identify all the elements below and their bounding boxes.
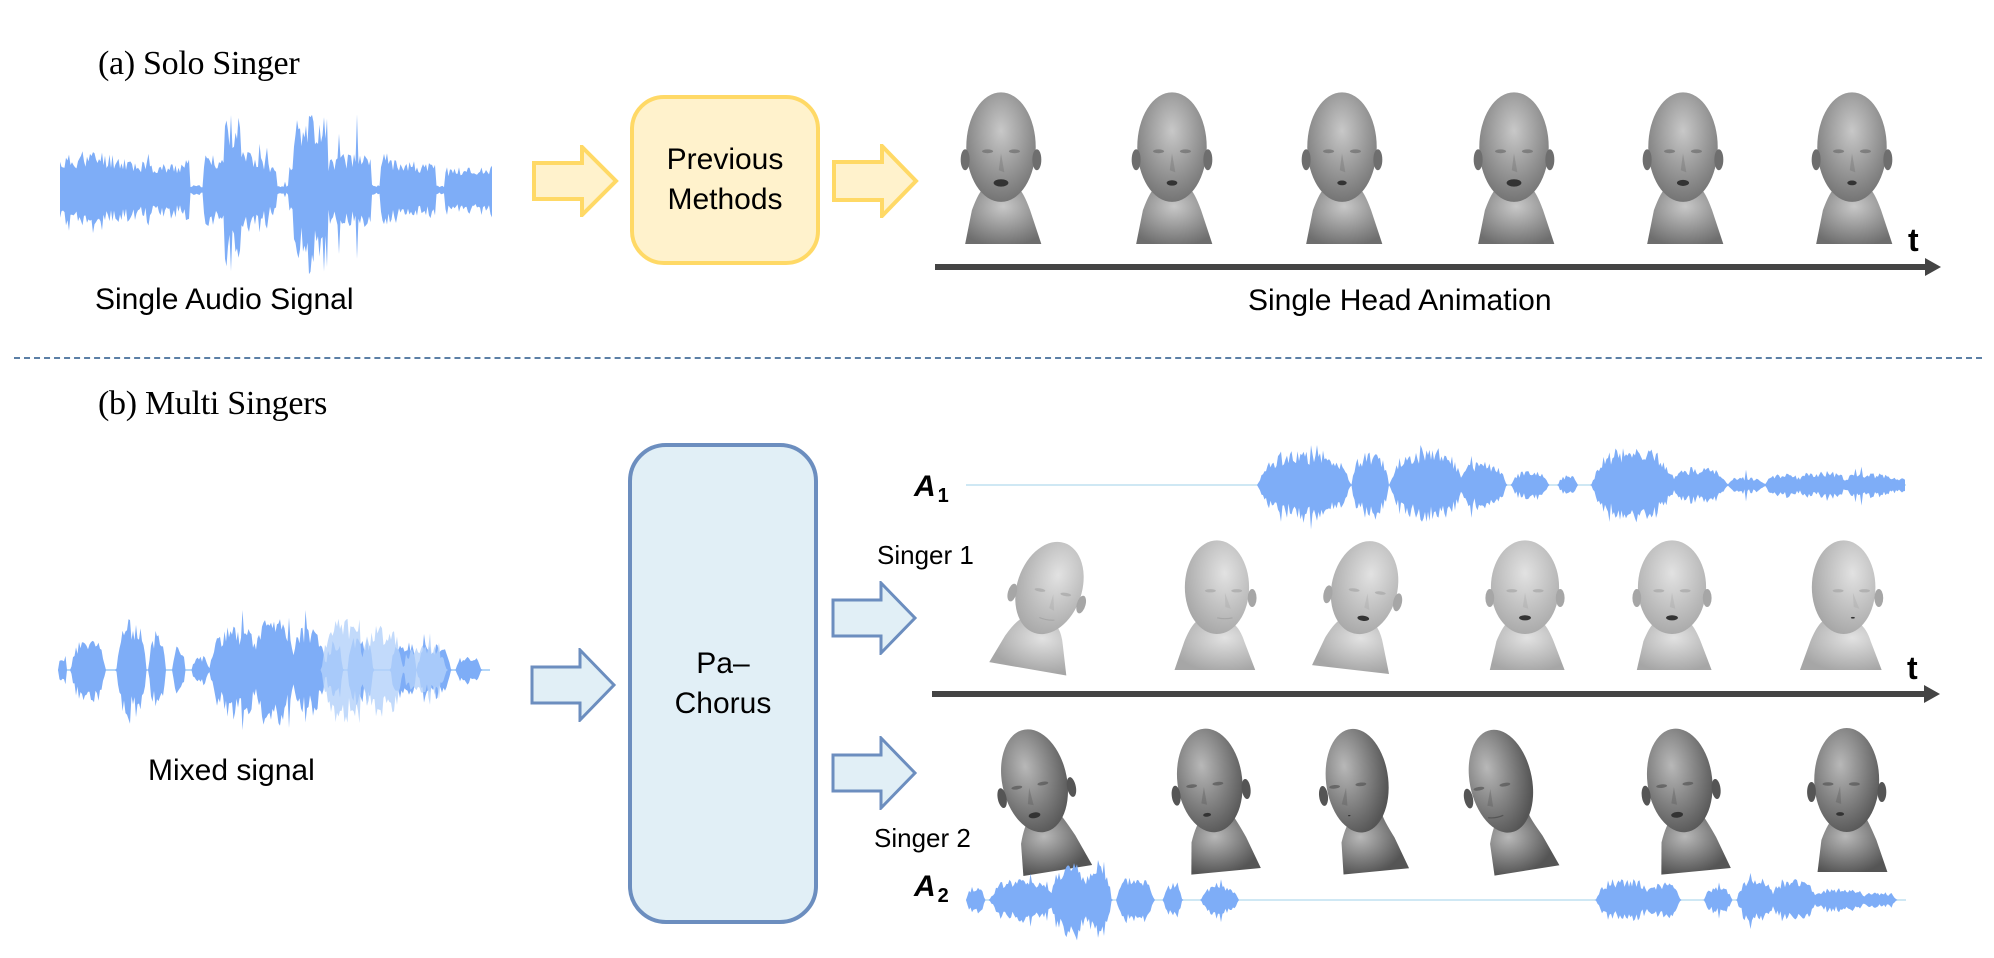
pa-chorus-line1: Pa–: [696, 646, 750, 680]
section-b-title: (b) Multi Singers: [98, 385, 328, 422]
singer-2-label: Singer 2: [874, 823, 971, 853]
arrow-right-icon: [831, 581, 918, 655]
previous-methods-line2: Methods: [667, 183, 783, 216]
audio-2-letter: A: [914, 870, 936, 903]
arrow-head-icon: [1925, 258, 1941, 276]
head-mesh-icon: [1807, 728, 1888, 872]
head-mesh-icon: [1473, 92, 1555, 244]
arrow-right-icon: [530, 648, 617, 722]
audio-2-subscript: 2: [937, 885, 949, 907]
audio-1-subscript: 1: [937, 485, 949, 507]
head-mesh-icon: [1131, 92, 1213, 244]
pa-chorus-box: Pa– Chorus: [628, 443, 818, 924]
head-mesh-icon: [960, 92, 1042, 244]
arrow-right-icon: [532, 145, 619, 217]
time-axis-b: [932, 691, 1926, 697]
audio-1-letter: A: [914, 470, 936, 503]
head-mesh-icon: [1318, 728, 1410, 875]
singer-1-waveform: [966, 445, 1906, 530]
head-mesh-icon: [1301, 92, 1383, 244]
previous-methods-box: Previous Methods: [630, 95, 820, 265]
arrow-head-icon: [1924, 685, 1940, 703]
head-mesh-icon: [989, 541, 1087, 676]
section-divider: [14, 357, 1982, 359]
waveform-shape: [966, 445, 1905, 530]
single-audio-label: Single Audio Signal: [95, 283, 354, 316]
previous-methods-line1: Previous: [666, 143, 784, 176]
section-a-title: (a) Solo Singer: [98, 45, 300, 82]
head-mesh-icon: [1312, 541, 1403, 675]
head-mesh-icon: [1641, 728, 1731, 875]
head-mesh-icon: [1632, 540, 1712, 670]
pa-chorus-line2: Chorus: [674, 686, 772, 720]
mixed-signal-waveform: [58, 610, 490, 731]
singer-1-label: Singer 1: [877, 540, 974, 570]
single-audio-waveform: [60, 114, 492, 275]
head-mesh-icon: [1799, 540, 1884, 670]
arrow-right-icon: [831, 736, 918, 810]
head-mesh-icon: [997, 729, 1093, 876]
arrow-right-icon: [832, 144, 919, 218]
waveform-shape: [966, 860, 1905, 941]
mixed-signal-label: Mixed signal: [148, 754, 315, 787]
time-axis-a: [935, 264, 1927, 270]
waveform-shape: [58, 610, 490, 731]
waveform-shape: [58, 618, 490, 724]
waveform-shape: [60, 114, 492, 275]
time-label-a: t: [1908, 222, 1919, 258]
head-mesh-icon: [1642, 92, 1724, 244]
singer-2-waveform: [966, 860, 1906, 941]
single-head-animation-label: Single Head Animation: [1248, 284, 1552, 317]
head-mesh-icon: [1811, 92, 1893, 244]
time-label-b: t: [1907, 650, 1918, 686]
head-mesh-icon: [1485, 540, 1565, 670]
head-mesh-icon: [1171, 728, 1261, 875]
head-mesh-icon: [1463, 729, 1560, 876]
head-mesh-icon: [1174, 540, 1257, 670]
